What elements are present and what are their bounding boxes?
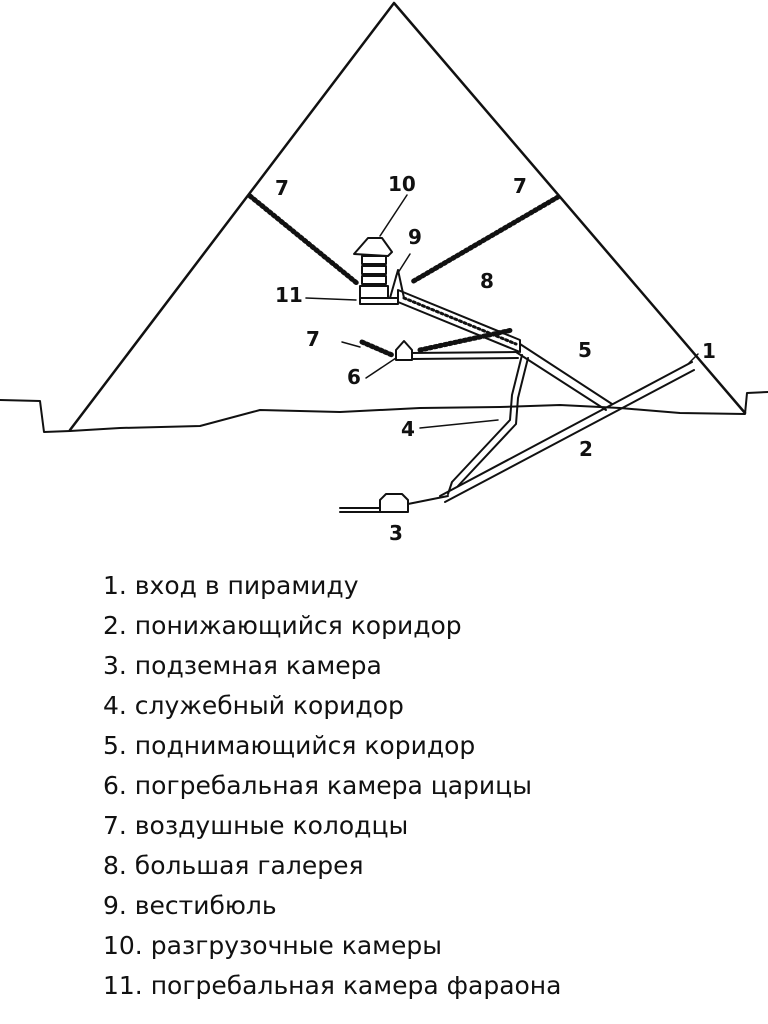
callout-7-left: 7 — [275, 176, 289, 200]
legend-item-10: 10. разгрузочные камеры — [103, 931, 443, 960]
subterranean-chamber — [339, 493, 449, 513]
callout-1: 1 — [702, 339, 716, 363]
callout-8: 8 — [480, 269, 494, 293]
callout-3: 3 — [389, 521, 403, 545]
legend-item-11: 11. погребальная камера фараона — [103, 971, 562, 1000]
legend-item-2: 2. понижающийся коридор — [103, 611, 462, 640]
king-chamber-complex — [353, 237, 399, 305]
callout-9: 9 — [408, 225, 422, 249]
air-shafts — [247, 193, 561, 358]
legend-item-7: 7. воздушные колодцы — [103, 811, 409, 840]
legend-item-1: 1. вход в пирамиду — [103, 571, 359, 600]
legend-item-9: 9. вестибюль — [103, 891, 277, 920]
ascending-corridor — [515, 343, 613, 411]
ground-line — [0, 391, 768, 433]
pyramid-outline — [68, 1, 747, 432]
callout-10: 10 — [388, 172, 416, 196]
callout-11: 11 — [275, 283, 303, 307]
callout-5: 5 — [578, 338, 592, 362]
service-corridor — [447, 354, 523, 495]
legend-item-4: 4. служебный коридор — [103, 691, 404, 720]
callout-7-right: 7 — [513, 174, 527, 198]
queen-chamber — [395, 340, 413, 361]
antechamber — [389, 269, 405, 299]
callout-7-lower: 7 — [306, 327, 320, 351]
pyramid-cross-section-diagram: 1 2 3 4 5 6 7 7 7 8 9 10 11 — [0, 1, 768, 545]
callout-6: 6 — [347, 365, 361, 389]
callout-4: 4 — [401, 417, 415, 441]
legend-item-8: 8. большая галерея — [103, 851, 364, 880]
legend-item-3: 3. подземная камера — [103, 651, 382, 680]
queen-chamber-passage — [409, 351, 519, 360]
callout-2: 2 — [579, 437, 593, 461]
legend-item-6: 6. погребальная камера царицы — [103, 771, 532, 800]
legend-list: 1. вход в пирамиду 2. понижающийся корид… — [103, 566, 561, 1006]
legend-item-5: 5. поднимающийся коридор — [103, 731, 476, 760]
leader-lines — [305, 194, 699, 429]
descending-corridor — [439, 361, 695, 503]
